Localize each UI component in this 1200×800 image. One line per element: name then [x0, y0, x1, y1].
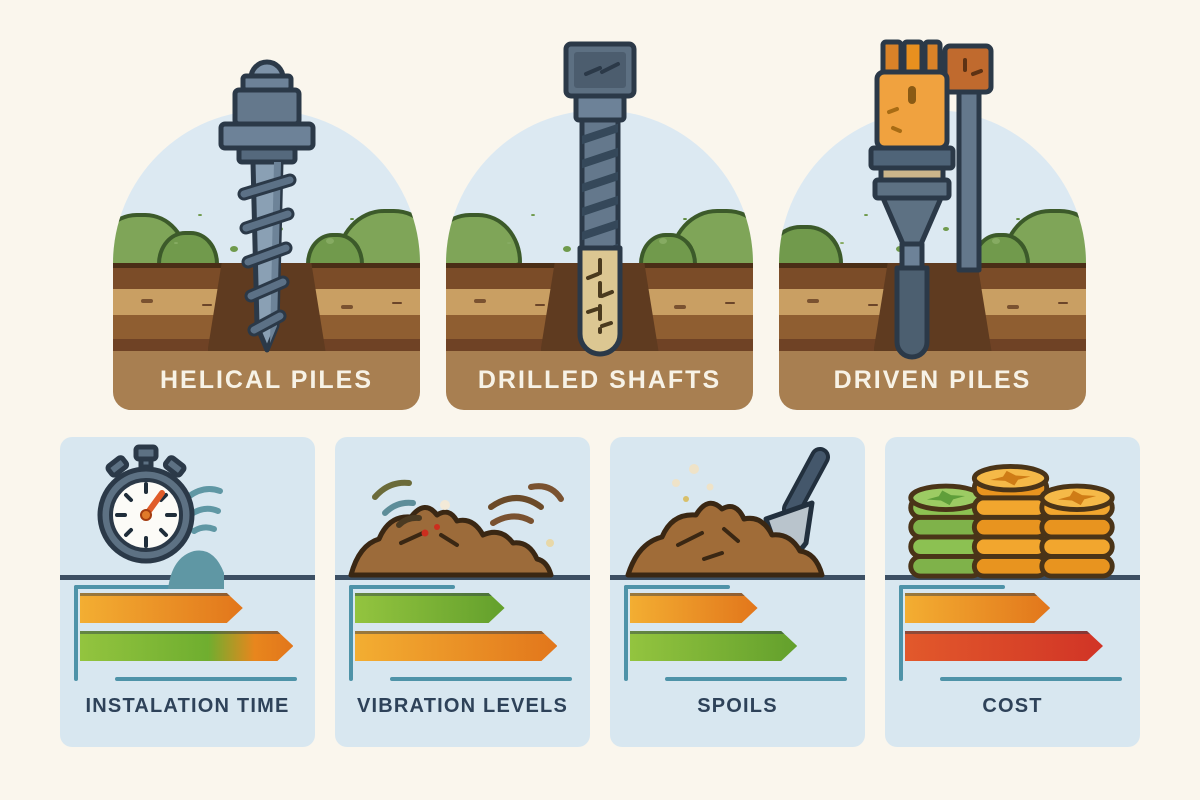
soil-layers: DRIVEN PILES	[779, 263, 1086, 410]
panel-driven-piles: DRIVEN PILES	[779, 39, 1086, 410]
chart-axis-bottom	[390, 677, 572, 681]
panel-title: HELICAL PILES	[159, 366, 374, 394]
panel-drilled-shafts: DRILLED SHAFTS	[446, 41, 753, 410]
chart-axis-left	[899, 585, 903, 681]
drilled-shaft-illustration	[563, 41, 636, 357]
coin-stacks-icon	[908, 464, 1115, 579]
chart-axis-top	[899, 585, 1005, 589]
chart-axis-left	[74, 585, 78, 681]
rating-bars	[905, 437, 1125, 747]
soil-layers: HELICAL PILES	[113, 263, 420, 410]
chart-axis-top	[624, 585, 730, 589]
rating-bars	[630, 437, 850, 747]
leaf-specks	[562, 246, 571, 252]
leaf-specks	[229, 246, 238, 252]
card-cost: COST	[885, 437, 1140, 747]
card-title: SPOILS	[697, 695, 778, 717]
panel-helical-piles: HELICAL PILES	[113, 59, 420, 410]
card-spoils: SPOILS	[610, 437, 865, 747]
rating-bar	[630, 593, 758, 623]
card-installation-time: INSTALATION TIME	[60, 437, 315, 747]
card-title: COST	[982, 695, 1043, 717]
card-vibration-levels: VIBRATION LEVELS	[335, 437, 590, 747]
rating-bar	[905, 593, 1050, 623]
rating-bar	[355, 631, 557, 661]
soil-pebbles	[141, 299, 153, 303]
card-title: INSTALATION TIME	[85, 695, 290, 717]
rating-bars	[80, 437, 300, 747]
panel-title: DRIVEN PILES	[833, 366, 1032, 394]
rating-bar	[80, 593, 243, 623]
soil-pile-trowel-icon	[625, 447, 830, 578]
chart-axis-top	[74, 585, 180, 589]
panel-title-band: DRIVEN PILES	[779, 351, 1086, 410]
card-title: VIBRATION LEVELS	[356, 695, 569, 717]
panel-title: DRILLED SHAFTS	[477, 366, 722, 394]
rating-bar	[80, 631, 293, 661]
vibration-waves-icon	[348, 479, 564, 578]
soil-pebbles	[807, 299, 819, 303]
soil-pebbles	[474, 299, 486, 303]
panel-title-band: HELICAL PILES	[113, 351, 420, 410]
chart-axis-left	[624, 585, 628, 681]
chart-axis-left	[349, 585, 353, 681]
rating-bar	[355, 593, 505, 623]
rating-bars	[355, 437, 575, 747]
chart-axis-bottom	[940, 677, 1122, 681]
rating-bar	[630, 631, 797, 661]
stopwatch-icon	[97, 444, 224, 589]
helical-pile-illustration	[218, 59, 315, 353]
chart-axis-bottom	[665, 677, 847, 681]
chart-axis-top	[349, 585, 455, 589]
rating-bar	[905, 631, 1103, 661]
excavation-patch	[873, 263, 992, 351]
driven-pile-illustration	[868, 39, 993, 360]
panel-title-band: DRILLED SHAFTS	[446, 351, 753, 410]
chart-axis-bottom	[115, 677, 297, 681]
